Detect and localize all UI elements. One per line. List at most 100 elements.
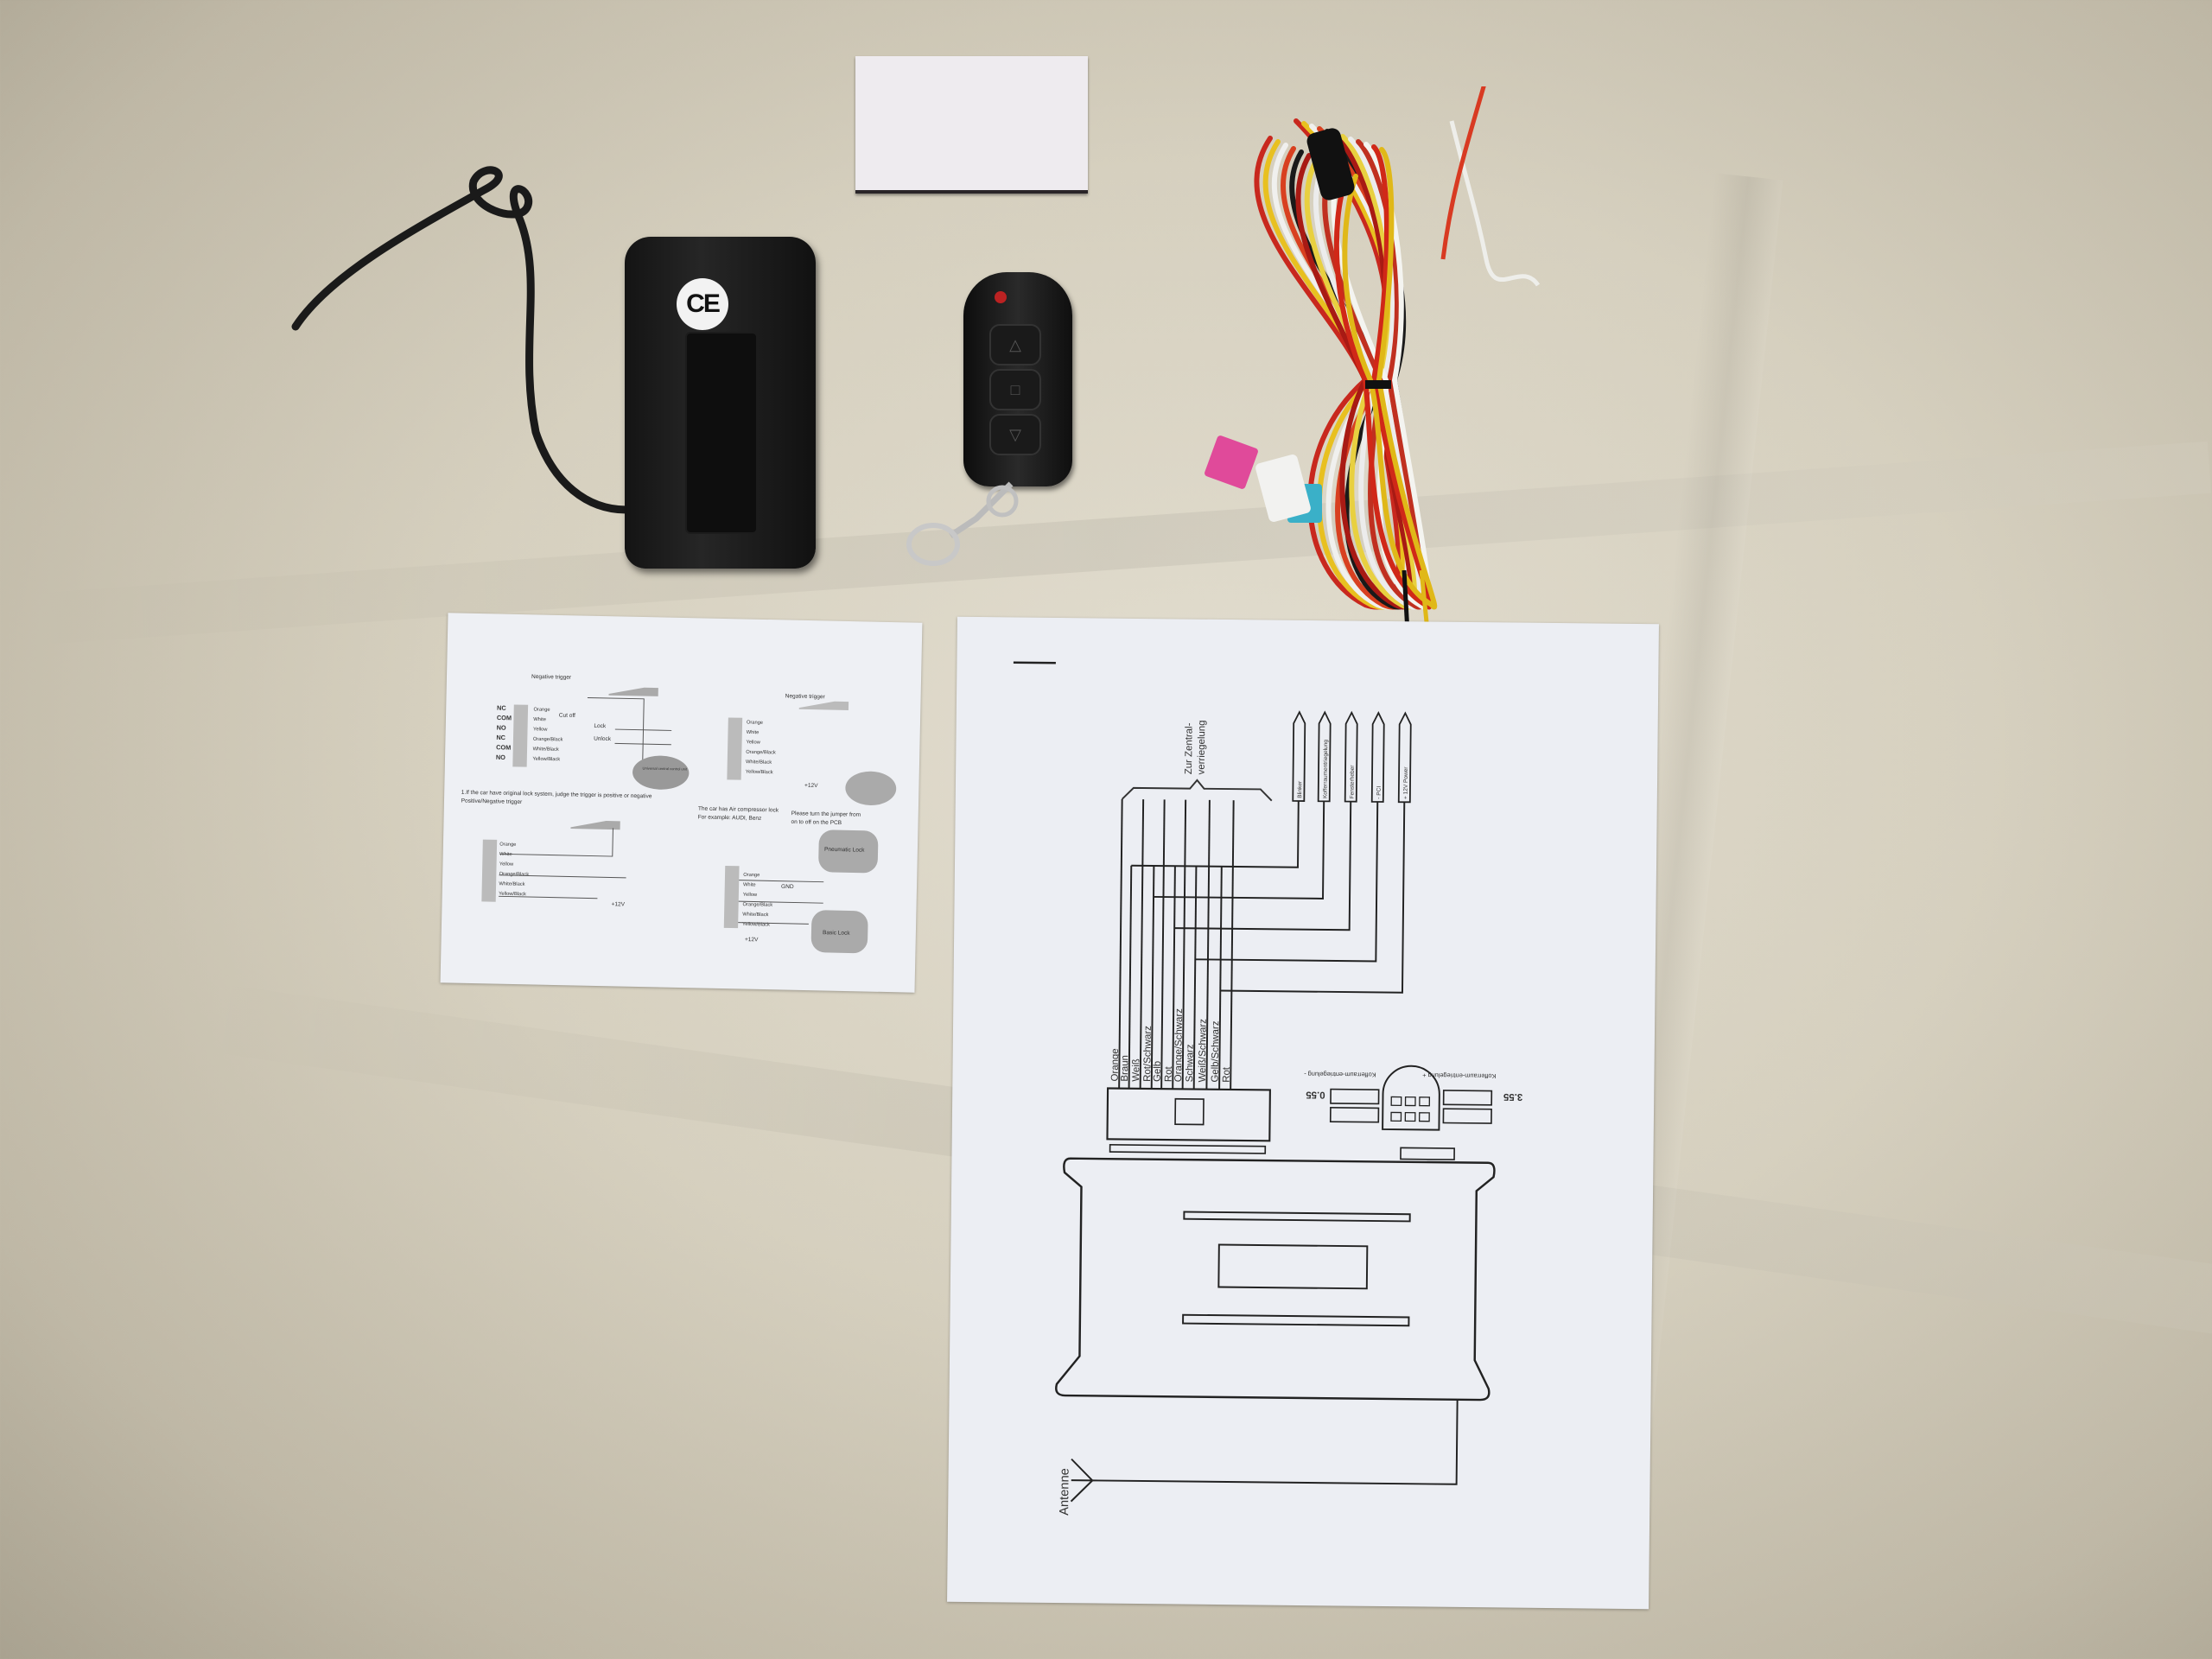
diagram-wire bbox=[1150, 865, 1155, 1090]
connector-label: Fensterheber bbox=[1350, 765, 1356, 799]
sheet-title: Negative trigger bbox=[531, 674, 572, 681]
pin-label: NC bbox=[496, 734, 505, 741]
module-slot bbox=[685, 332, 758, 534]
lock-label: Lock bbox=[594, 723, 607, 729]
note: The car has Air compressor lock bbox=[698, 806, 779, 814]
diagram-wire bbox=[1118, 798, 1123, 1089]
pin-label: NO bbox=[497, 723, 506, 731]
diagram-wire bbox=[1174, 801, 1352, 931]
wire-color-label: White/Black bbox=[742, 912, 768, 918]
diagram-wire bbox=[1218, 866, 1223, 1090]
diagram-wire bbox=[1172, 866, 1176, 1090]
basic-lock-label: Basic Lock bbox=[823, 930, 850, 937]
wire-label: Gelb bbox=[1153, 1061, 1163, 1082]
adhesive-card bbox=[855, 56, 1088, 194]
wire-color-label: White/Black bbox=[499, 881, 524, 887]
unlock-button[interactable]: □ bbox=[989, 369, 1041, 410]
fuse-holder-white bbox=[1255, 454, 1311, 522]
harness-wire bbox=[1342, 147, 1438, 610]
unlock-label: Unlock bbox=[594, 736, 612, 742]
harness-wire bbox=[1331, 142, 1431, 610]
cable-tie bbox=[1365, 380, 1391, 389]
wire-label: Braun bbox=[1120, 1055, 1130, 1082]
plug-label-left: Kofferraum-entriegelung - bbox=[1304, 1071, 1376, 1079]
wire-color-label: Yellow/Black bbox=[746, 770, 773, 776]
wire-color-label: Orange/Black bbox=[746, 750, 776, 756]
diagram-wire bbox=[1192, 866, 1198, 1090]
wire-color-label: Orange/Black bbox=[742, 902, 772, 908]
unit-label: Universal central control unit bbox=[643, 766, 688, 771]
keyring bbox=[906, 481, 1019, 566]
ce-logo: CE bbox=[677, 278, 728, 330]
connector-terminal bbox=[1292, 710, 1306, 802]
connector-label: - PCI bbox=[1376, 786, 1382, 799]
brace-label: verriegelung bbox=[1197, 720, 1208, 774]
wire-color-label: Yellow/Black bbox=[532, 757, 560, 763]
wire-color-label: White bbox=[499, 852, 512, 857]
wire-label: Gelb/Schwarz bbox=[1211, 1020, 1222, 1083]
connector-label: Blinker bbox=[1297, 780, 1303, 798]
led-icon bbox=[995, 291, 1007, 303]
wire-color-label: Orange/Black bbox=[533, 737, 563, 743]
plus12-label: +12V bbox=[804, 783, 818, 789]
sheet-title: Negative trigger bbox=[785, 693, 826, 700]
wire-color-label: Yellow/Black bbox=[499, 892, 526, 898]
wire-label: Orange/Schwarz bbox=[1173, 1008, 1185, 1082]
wire-color-label: White/Black bbox=[533, 747, 559, 753]
wire-label: Schwarz bbox=[1185, 1044, 1195, 1082]
connector-terminal bbox=[1317, 710, 1332, 803]
wire-color-label: Orange bbox=[743, 873, 760, 878]
wire-color-label: Yellow bbox=[533, 727, 548, 732]
fuse-pink bbox=[1205, 435, 1258, 489]
wire-color-label: Yellow bbox=[499, 861, 514, 867]
trunk-button[interactable]: ▽ bbox=[989, 414, 1041, 455]
diagram-wire bbox=[1131, 800, 1300, 868]
wire-label: Weiß bbox=[1131, 1058, 1141, 1082]
wire-label: Rot bbox=[1164, 1065, 1174, 1082]
wire-color-label: Yellow/Black bbox=[742, 922, 770, 928]
wire-color-label: Yellow bbox=[746, 740, 760, 745]
connector-terminal bbox=[1370, 711, 1385, 803]
harness-wire bbox=[1440, 86, 1486, 260]
flip-key-remote: △ □ ▽ bbox=[963, 272, 1072, 486]
pin-label: COM bbox=[497, 714, 512, 721]
wire-label: Rot bbox=[1222, 1066, 1232, 1083]
connector-label: + 12V Power bbox=[1403, 766, 1409, 799]
plus12-label: +12V bbox=[745, 937, 759, 943]
connector-terminal bbox=[1344, 710, 1358, 803]
note: 1.If the car have original lock system, … bbox=[461, 790, 652, 800]
diagram-wire bbox=[1181, 799, 1187, 1090]
antenna-label: Antenne bbox=[1058, 1468, 1072, 1516]
wire-color-label: Orange/Black bbox=[499, 872, 530, 878]
diagram-wire bbox=[1230, 800, 1235, 1090]
note: Positive/Negative trigger bbox=[461, 798, 524, 805]
diagram-wire bbox=[1160, 799, 1166, 1090]
connector-label: Kofferraumentriegelung bbox=[1322, 740, 1329, 798]
diagram-wire bbox=[1220, 802, 1406, 994]
wire-label: Weiß/Schwarz bbox=[1198, 1019, 1209, 1083]
pin-label: COM bbox=[496, 743, 511, 751]
diagram-wire bbox=[1154, 801, 1325, 899]
gnd-label: GND bbox=[781, 884, 794, 890]
pin-label: NO bbox=[496, 753, 505, 761]
lock-button[interactable]: △ bbox=[989, 324, 1041, 365]
diagram-wire bbox=[1139, 799, 1145, 1089]
note: on to off on the PCB bbox=[791, 819, 842, 826]
brace-label: Zur Zentral- bbox=[1184, 722, 1195, 774]
wire-color-label: Yellow bbox=[743, 893, 758, 898]
wire-color-label: Orange bbox=[747, 720, 763, 725]
harness-wire bbox=[1449, 120, 1541, 287]
wire-color-label: White bbox=[743, 882, 756, 887]
plug-value-right: 3.55 bbox=[1503, 1091, 1522, 1102]
wire-color-label: White bbox=[747, 730, 760, 735]
plug-value-left: 0.55 bbox=[1306, 1090, 1325, 1100]
note: For example: AUDI, Benz bbox=[698, 814, 762, 822]
small-instruction-sheet: Negative trigger Negative trigger NC Oran… bbox=[440, 613, 923, 993]
plus12-label: +12V bbox=[612, 901, 626, 907]
wire-label: Orange bbox=[1110, 1048, 1121, 1081]
cut-off-label: Cut off bbox=[559, 713, 575, 719]
pin-label: NC bbox=[497, 704, 506, 712]
wire-color-label: Orange bbox=[499, 842, 516, 848]
